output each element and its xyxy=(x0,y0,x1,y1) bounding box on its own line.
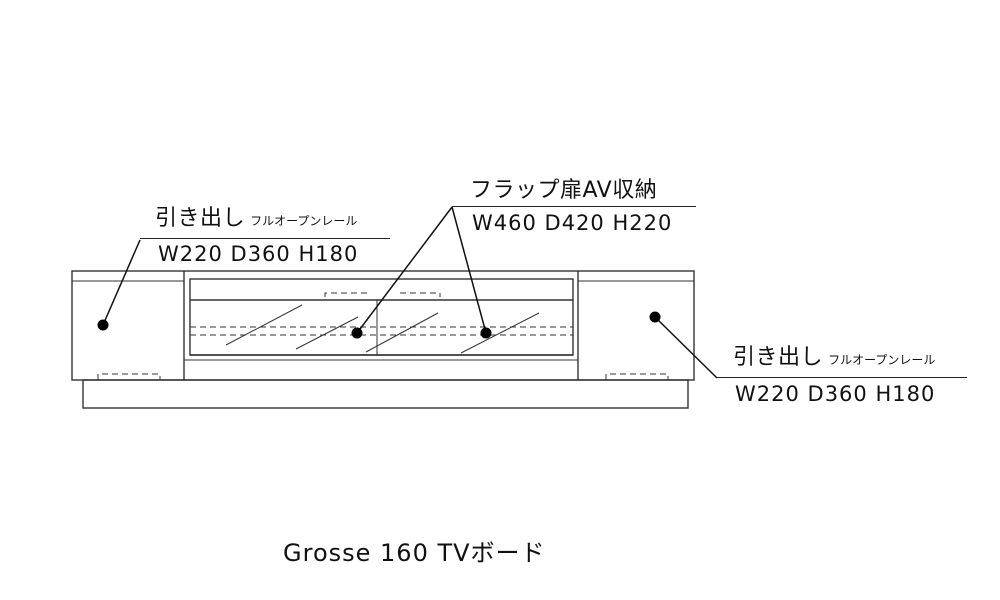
cabinet-outline xyxy=(71,270,695,381)
left-drawer-note: フルオープンレール xyxy=(250,214,358,228)
left-drawer-dims: W220 D360 H180 xyxy=(158,242,359,266)
left-label-rule xyxy=(140,238,390,239)
flap-door-dims: W460 D420 H220 xyxy=(472,211,673,235)
center-label-rule xyxy=(452,206,696,207)
right-drawer-dims: W220 D360 H180 xyxy=(735,382,936,406)
leader-left xyxy=(102,239,141,326)
leader-dot-left xyxy=(97,319,109,331)
flap-door-title: フラップ扉AV収納 xyxy=(470,178,658,203)
leader-center-a xyxy=(356,206,453,334)
cabinet-base xyxy=(82,379,689,409)
left-drawer-label: 引き出し フルオープンレール xyxy=(155,208,357,230)
leader-dot-center-b xyxy=(480,327,492,339)
right-label-rule xyxy=(717,377,967,378)
left-drawer-title: 引き出し xyxy=(155,206,246,231)
right-drawer-label: 引き出し フルオープンレール xyxy=(733,347,935,369)
right-drawer-note: フルオープンレール xyxy=(828,353,936,367)
leader-right xyxy=(654,316,718,379)
leader-dot-right xyxy=(649,311,661,323)
diagram-caption: Grosse 160 TVボード xyxy=(283,539,546,567)
leader-dot-center-a xyxy=(351,327,363,339)
right-drawer-title: 引き出し xyxy=(733,345,824,370)
leader-center-b xyxy=(451,206,487,334)
